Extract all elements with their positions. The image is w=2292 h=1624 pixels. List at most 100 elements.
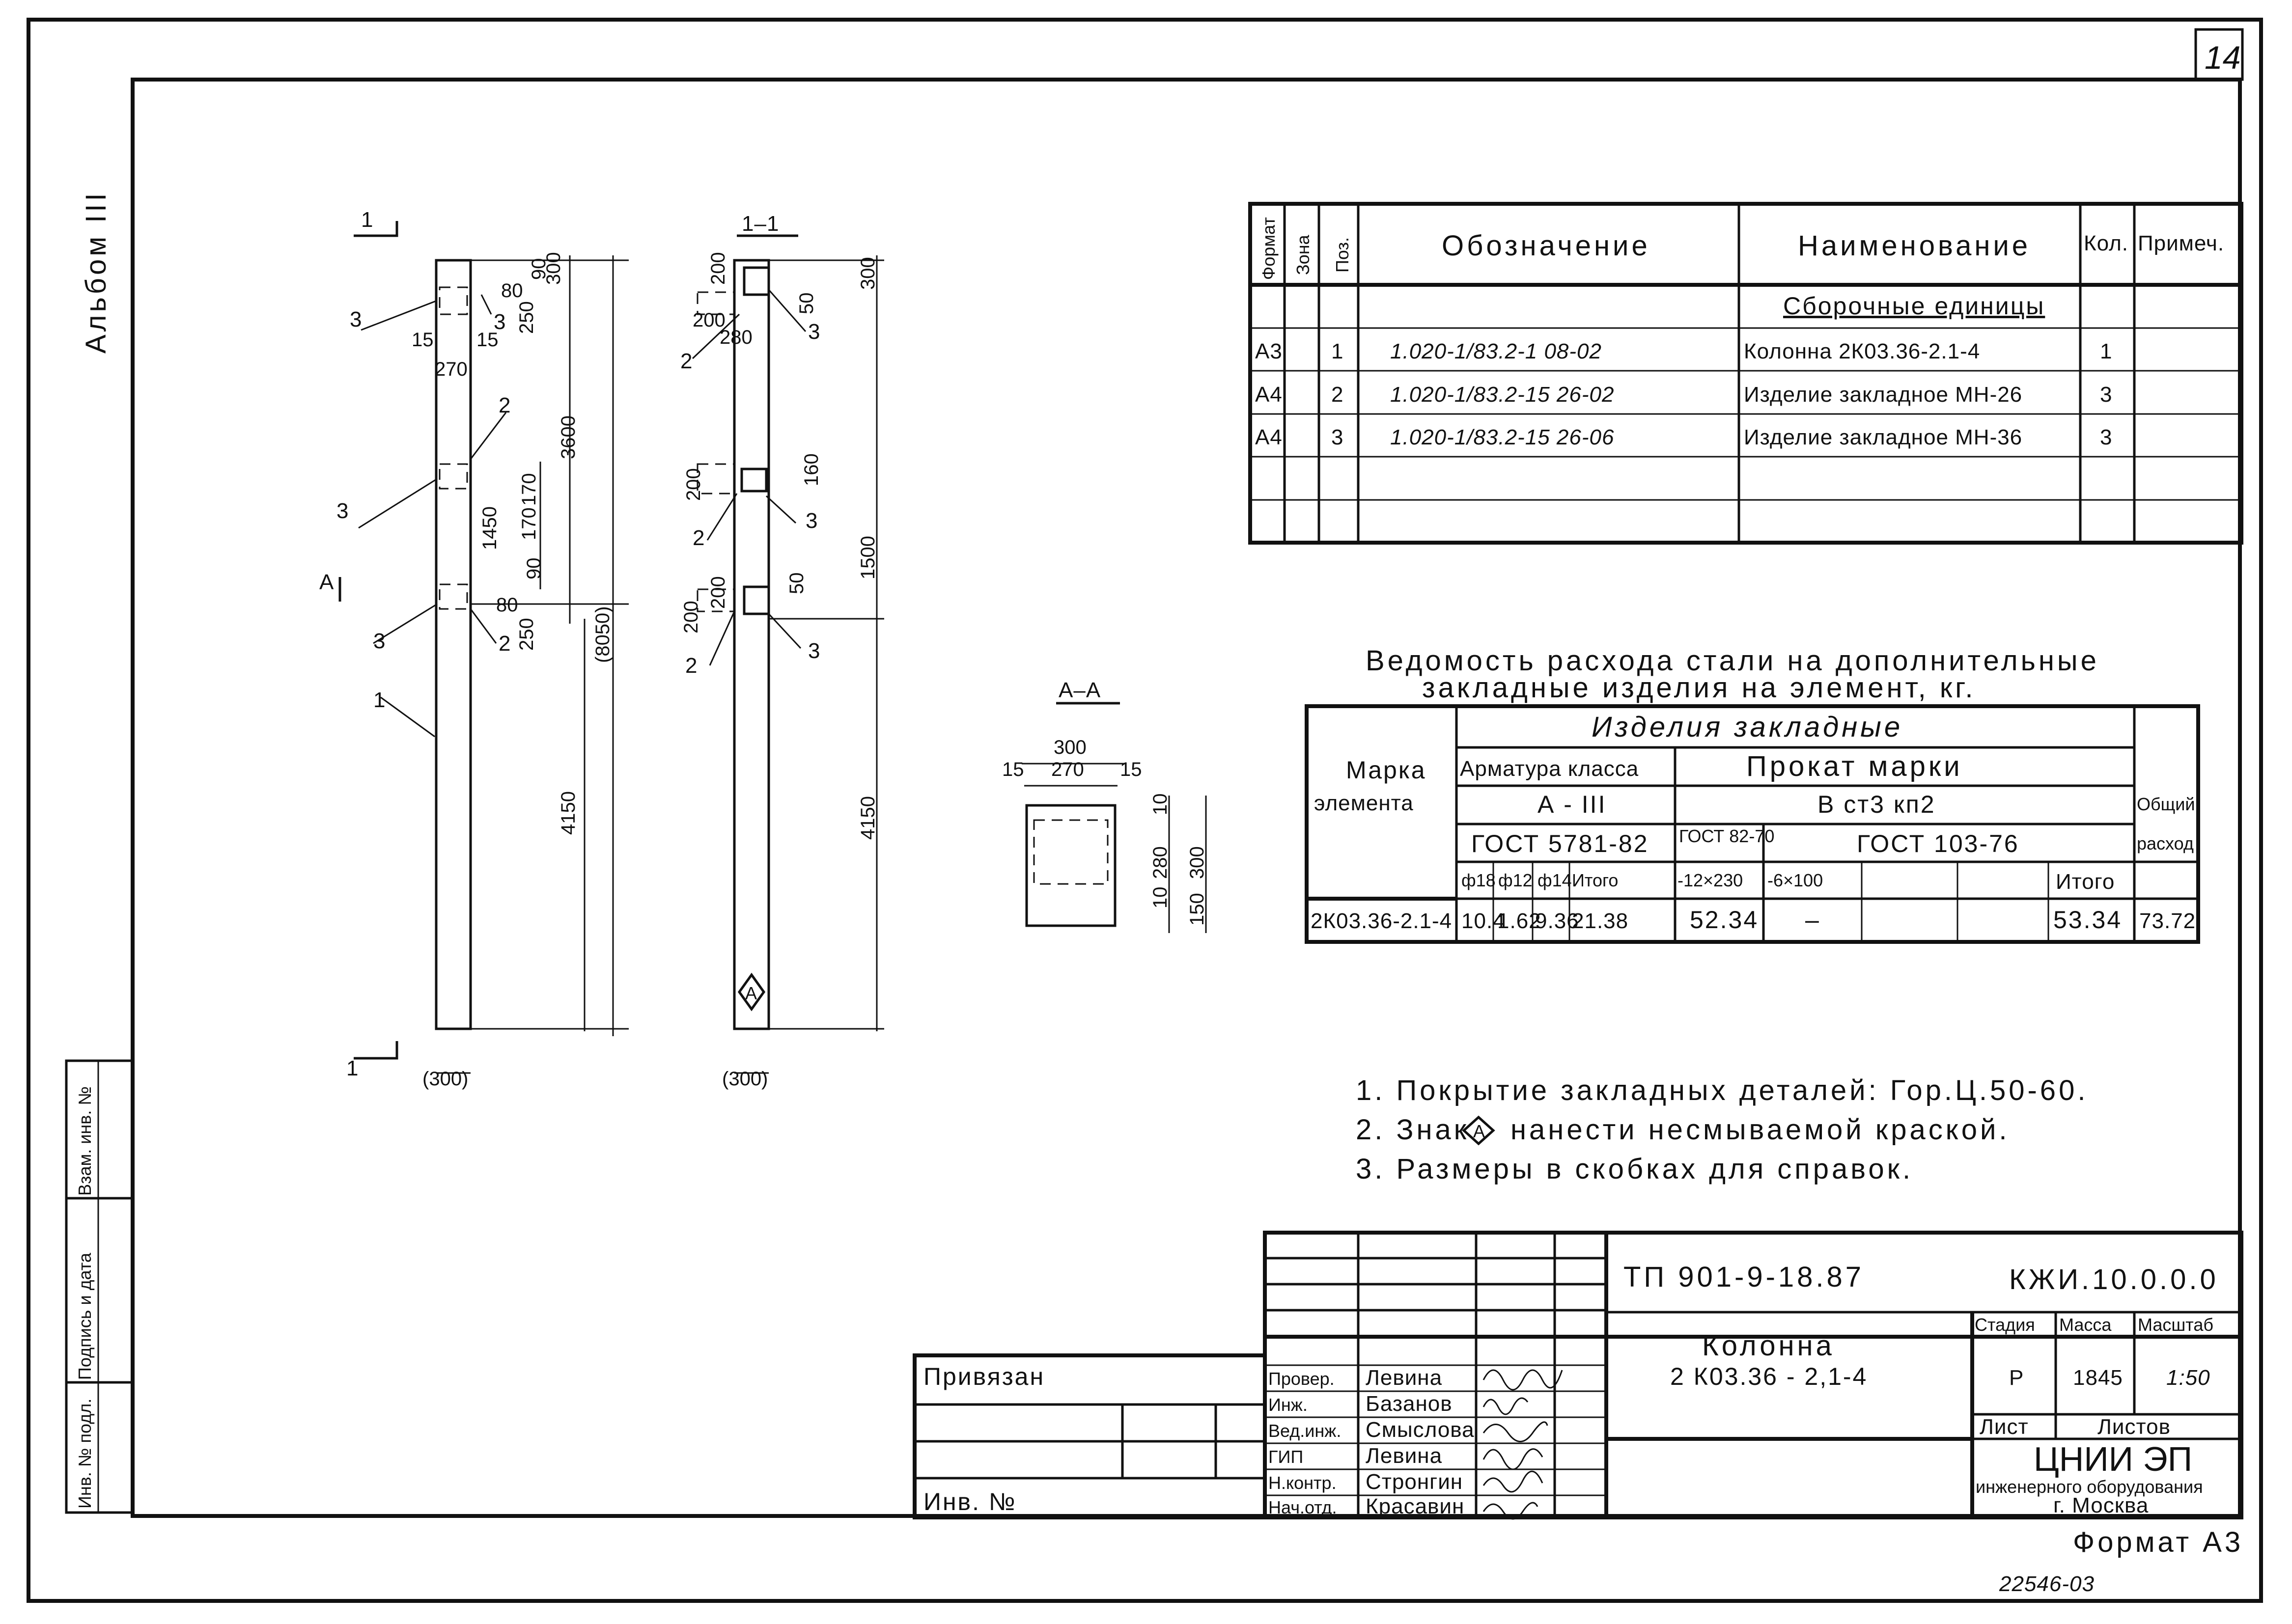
svg-text:Арматура класса: Арматура класса (1460, 757, 1639, 781)
steel-row-total: 73.72 (2139, 909, 2196, 933)
margin-inv-pod: Инв. № подл. (75, 1399, 95, 1509)
svg-text:2: 2 (499, 632, 511, 656)
svg-text:170: 170 (518, 507, 540, 540)
svg-text:1500: 1500 (857, 536, 879, 579)
svg-text:(300): (300) (422, 1068, 468, 1090)
staff-role: Инж. (1268, 1395, 1308, 1415)
spec-row-format: А4 (1255, 383, 1283, 407)
column-elevation: 1 1 300 90 250 80 15 15 270 3600 170 170… (319, 208, 629, 1090)
svg-text:2: 2 (499, 393, 511, 417)
staff-role: ГИП (1268, 1447, 1303, 1467)
title-org-3: г. Москва (2053, 1493, 2149, 1517)
staff-name: Базанов (1366, 1392, 1453, 1416)
spec-header-zone: Зона (1293, 234, 1313, 275)
svg-text:А - III: А - III (1537, 791, 1606, 818)
title-stage: Р (2009, 1366, 2024, 1390)
svg-text:90: 90 (528, 258, 550, 280)
svg-text:элемента: элемента (1314, 791, 1414, 815)
steel-row-itogo: 21.38 (1572, 909, 1628, 933)
svg-text:300: 300 (543, 252, 564, 285)
title-name-1: Колонна (1702, 1330, 1835, 1362)
page-number-box (2194, 28, 2244, 81)
staff-name: Левина (1366, 1444, 1442, 1468)
staff-role: Н.контр. (1268, 1473, 1337, 1493)
title-project: ТП 901-9-18.87 (1623, 1261, 1864, 1293)
title-name-2: 2 К03.36 - 2,1-4 (1670, 1363, 1868, 1390)
spec-row-format: А3 (1255, 339, 1283, 363)
spec-row-designation: 1.020-1/83.2-15 26-02 (1390, 383, 1614, 407)
privyazan-label: Привязан (923, 1363, 1045, 1390)
spec-header-name: Наименование (1798, 230, 2031, 262)
title-mass: 1845 (2073, 1366, 2123, 1390)
note-2-rest: нанести несмываемой краской. (1510, 1114, 2010, 1146)
svg-text:ф12: ф12 (1498, 870, 1533, 890)
svg-text:Итого: Итого (1572, 870, 1618, 890)
svg-text:3: 3 (808, 320, 820, 344)
inv-label: Инв. № (923, 1488, 1017, 1515)
svg-text:А: А (319, 570, 334, 594)
svg-text:3: 3 (350, 307, 362, 331)
svg-text:Масштаб: Масштаб (2138, 1315, 2213, 1335)
svg-text:200: 200 (680, 601, 702, 633)
svg-text:3: 3 (806, 509, 818, 533)
spec-row-qty: 3 (2100, 383, 2112, 407)
album-label: Альбом III (80, 190, 112, 354)
steel-row-f14: 9.36 (1535, 909, 1579, 933)
svg-text:50: 50 (786, 573, 808, 595)
svg-text:3600: 3600 (558, 415, 579, 459)
svg-text:80: 80 (496, 594, 518, 616)
steel-row-p6x100: – (1805, 906, 1820, 934)
steel-row-f12: 1.62 (1497, 909, 1541, 933)
staff-name: Смыслова (1366, 1418, 1475, 1442)
svg-text:Итого: Итого (2056, 870, 2115, 894)
svg-text:А–А: А–А (1059, 678, 1101, 702)
section-a-a: А–А 300 15 270 15 10 280 10 300 150 (1002, 678, 1208, 933)
steel-row-p12x230: 52.34 (1690, 906, 1759, 934)
svg-text:250: 250 (516, 301, 537, 334)
svg-text:10: 10 (1149, 887, 1171, 909)
privyazan-block: Привязан Инв. № (913, 1353, 1267, 1519)
svg-text:1: 1 (361, 208, 373, 232)
svg-text:ГОСТ 5781-82: ГОСТ 5781-82 (1471, 830, 1649, 857)
svg-text:В ст3 кп2: В ст3 кп2 (1817, 791, 1936, 818)
svg-text:270: 270 (1051, 759, 1084, 780)
svg-text:2: 2 (685, 654, 698, 678)
staff-role: Нач.отд. (1268, 1497, 1337, 1517)
svg-text:-12×230: -12×230 (1677, 870, 1743, 890)
svg-text:15: 15 (412, 329, 434, 351)
note-sign-icon (1462, 1115, 1495, 1146)
svg-text:80: 80 (501, 280, 523, 302)
staff-name: Стронгин (1366, 1470, 1463, 1494)
svg-text:-6×100: -6×100 (1767, 870, 1823, 890)
title-scale: 1:50 (2166, 1366, 2210, 1390)
svg-text:200: 200 (707, 252, 729, 285)
steel-table: Ведомость расхода стали на дополнительны… (1305, 645, 2200, 944)
spec-row-name: Изделие закладное МН-26 (1744, 383, 2022, 407)
note-1: 1. Покрытие закладных деталей: Гор.Ц.50-… (1356, 1074, 2088, 1106)
spec-row-pos: 3 (1331, 425, 1343, 449)
svg-text:2: 2 (680, 349, 693, 373)
svg-text:1: 1 (373, 688, 386, 712)
steel-title-1: Ведомость расхода стали на дополнительны… (1366, 645, 2099, 677)
spec-row-qty: 1 (2100, 339, 2112, 363)
spec-table: Формат Зона Поз. Обозначение Наименовани… (1248, 202, 2243, 545)
svg-text:4150: 4150 (857, 796, 879, 840)
outer-frame (27, 18, 2263, 1603)
svg-text:ф18: ф18 (1461, 870, 1496, 890)
spec-header-pos: Поз. (1332, 237, 1352, 273)
svg-text:ф14: ф14 (1537, 870, 1572, 890)
staff-role: Вед.инж. (1268, 1421, 1341, 1441)
svg-text:Стадия: Стадия (1975, 1315, 2035, 1335)
note-sign-letter: А (1473, 1121, 1485, 1141)
svg-text:280: 280 (720, 327, 753, 348)
svg-text:4150: 4150 (558, 791, 579, 835)
margin-vzam: Взам. инв. № (75, 1086, 95, 1196)
svg-text:Изделия закладные: Изделия закладные (1592, 711, 1903, 743)
svg-text:(8050): (8050) (592, 606, 614, 663)
staff-role: Провер. (1268, 1369, 1335, 1389)
column-section-1-1: 1–1 А 300 200 200 280 50 200 160 1500 20… (680, 212, 884, 1090)
svg-text:160: 160 (801, 453, 822, 486)
svg-text:200: 200 (707, 576, 729, 609)
svg-text:280: 280 (1149, 846, 1171, 879)
